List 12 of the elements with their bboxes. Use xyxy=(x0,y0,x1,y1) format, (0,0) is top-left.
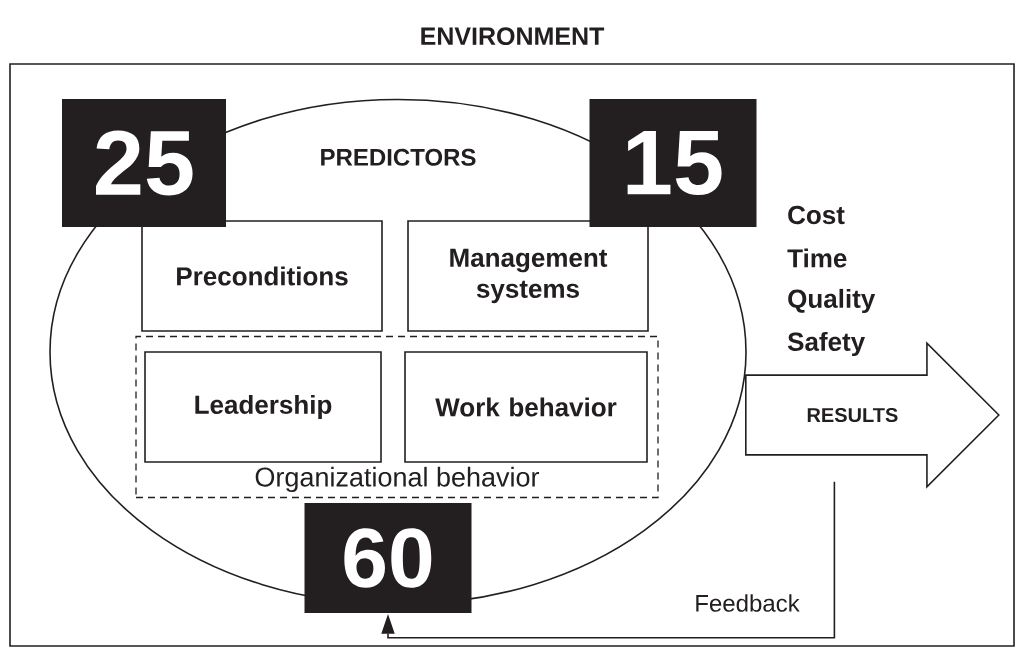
number-badge: 15 xyxy=(589,99,757,227)
beside-text: Quality xyxy=(788,288,876,314)
factor-box: Leadership xyxy=(144,351,382,463)
beside-text: Cost xyxy=(788,205,845,225)
factor-box: Management systems xyxy=(407,220,649,332)
number-badge: 60 xyxy=(304,503,472,613)
node-label: ENVIRONMENT xyxy=(421,27,605,46)
beside-text: Time xyxy=(787,248,847,268)
factor-box: Work behavior xyxy=(404,351,648,463)
feedback-arrow xyxy=(381,480,836,639)
factor-box: Preconditions xyxy=(141,220,383,332)
number-badge: 25 xyxy=(62,99,226,227)
